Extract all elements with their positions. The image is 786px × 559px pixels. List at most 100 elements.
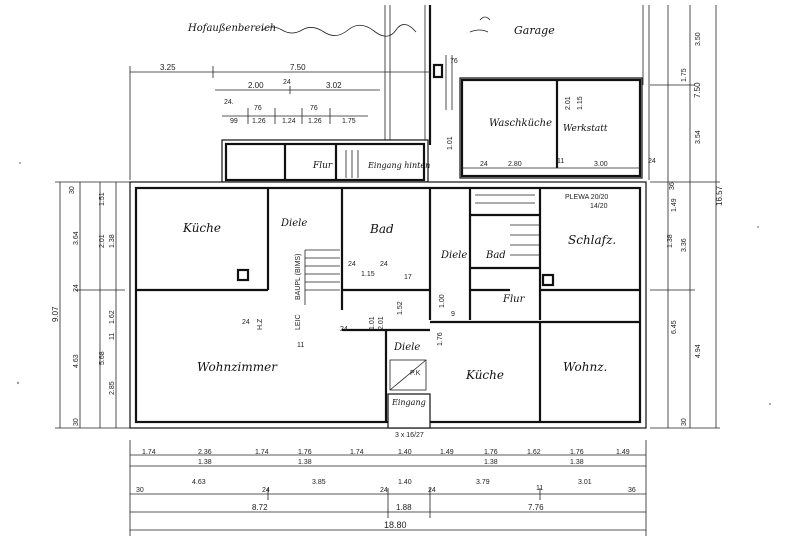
dim-inner-24a: 24 xyxy=(348,261,356,268)
bottom-dim-row2: 30 4.63 24 3.85 24 1.40 24 3.79 11 3.01 … xyxy=(136,479,636,494)
dim-302: 3.02 xyxy=(326,81,342,90)
dim-b1-6: 1.49 xyxy=(440,449,454,456)
dim-b1sub-2: 1.38 xyxy=(484,459,498,466)
dim-left-162: 1.62 xyxy=(109,310,116,324)
note-stairs: 3 x 16/27 xyxy=(395,432,424,439)
room-kueche-left: Küche xyxy=(182,221,221,235)
dim-left-463: 4.63 xyxy=(73,354,80,368)
dim-left-151: 1.51 xyxy=(99,192,106,206)
room-schlafz: Schlafz. xyxy=(568,233,616,247)
dim-inner-100: 1.00 xyxy=(439,294,446,308)
dim-right-350: 3.50 xyxy=(695,32,702,46)
hof-label: Hofaußenbereich xyxy=(187,23,276,34)
room-bad-small: Bad xyxy=(485,250,506,261)
dim-200: 2.00 xyxy=(248,81,264,90)
dim-24d: 24 xyxy=(648,158,656,165)
dim-b1-5: 1.40 xyxy=(398,449,412,456)
note-hz: H.Z xyxy=(257,318,264,330)
dim-b1-8: 1.62 xyxy=(527,449,541,456)
dim-b2-1: 4.63 xyxy=(192,479,206,486)
dim-b3-0: 8.72 xyxy=(252,503,268,512)
dim-b1-0: 1.74 xyxy=(142,449,156,456)
dim-right-336: 3.36 xyxy=(681,238,688,252)
dim-126b: 1.26 xyxy=(308,118,322,125)
dim-b2-10: 36 xyxy=(628,487,636,494)
dim-inner-201: 2.01 xyxy=(378,316,385,330)
dim-inner-9: 9 xyxy=(451,311,455,318)
dim-inner-152: 1.52 xyxy=(397,301,404,315)
dim-b1-1: 2.36 xyxy=(198,449,212,456)
dim-left-11: 11 xyxy=(109,333,116,340)
dim-11: 11 xyxy=(557,158,564,165)
dim-750: 7.50 xyxy=(290,63,306,72)
dim-inner-101: 1.01 xyxy=(369,316,376,330)
dim-left-285: 2.85 xyxy=(109,381,116,395)
dim-175: 1.75 xyxy=(342,118,356,125)
dim-101: 1.01 xyxy=(447,136,454,150)
room-eingang-hinten: Eingang hinten xyxy=(367,161,430,170)
dim-inner-24b: 24 xyxy=(380,261,388,268)
dim-inner-176: 1.76 xyxy=(437,332,444,346)
dim-b1-2: 1.74 xyxy=(255,449,269,456)
room-werkstatt: Werkstatt xyxy=(563,124,608,134)
dim-b2-8: 11 xyxy=(536,485,543,492)
dim-280: 2.80 xyxy=(508,161,522,168)
dim-b3-1: 1.88 xyxy=(396,503,412,512)
dim-99: 99 xyxy=(230,118,238,125)
dim-right-175: 1.75 xyxy=(681,68,688,82)
room-eingang: Eingang xyxy=(391,398,426,407)
note-plewa: PLEWA 20/20 xyxy=(565,194,608,201)
room-diele-lower: Diele xyxy=(393,342,420,353)
dim-inner-24c: 24 xyxy=(340,326,348,333)
dim-115: 1.15 xyxy=(577,96,584,110)
dim-right-354: 3.54 xyxy=(695,130,702,144)
dim-left-907: 9.07 xyxy=(51,306,60,322)
dim-b2-0: 30 xyxy=(136,487,144,494)
dim-b2-3: 3.85 xyxy=(312,479,326,486)
dim-left-568: 5.68 xyxy=(99,351,106,365)
dim-right-36: 36 xyxy=(669,182,676,190)
dim-76b: 76 xyxy=(310,105,318,112)
dim-124: 1.24 xyxy=(282,118,296,125)
dim-76c: 76 xyxy=(450,58,458,65)
dim-right-149: 1.49 xyxy=(671,198,678,212)
dim-left-24: 24 xyxy=(73,284,80,292)
dim-b3-2: 7.76 xyxy=(528,503,544,512)
dim-b2-9: 3.01 xyxy=(578,479,592,486)
dim-b1sub-1: 1.38 xyxy=(298,459,312,466)
room-wohnz-right: Wohnz. xyxy=(563,360,607,374)
dim-right-494: 4.94 xyxy=(695,344,702,358)
bottom-dim-row1: 1.74 2.36 1.74 1.76 1.74 1.40 1.49 1.76 … xyxy=(142,449,630,466)
dim-325: 3.25 xyxy=(160,63,176,72)
room-flur-top: Flur xyxy=(312,161,333,171)
dim-b2-6: 24 xyxy=(428,487,436,494)
dim-left-138: 1.38 xyxy=(109,234,116,248)
dim-right-750: 7.50 xyxy=(693,82,702,98)
room-waschkueche: Waschküche xyxy=(489,118,552,129)
room-diele-left: Diele xyxy=(280,218,307,229)
dim-300: 3.00 xyxy=(594,161,608,168)
dim-76a: 76 xyxy=(254,105,262,112)
dim-b2-2: 24 xyxy=(262,487,270,494)
dim-inner-24d: 24 xyxy=(242,319,250,326)
room-flur-right: Flur xyxy=(502,294,526,305)
dim-inner-115: 1.15 xyxy=(361,271,375,278)
note-leic: LEIC xyxy=(295,314,302,330)
room-wohnzimmer: Wohnzimmer xyxy=(197,360,278,374)
dim-inner-11: 11 xyxy=(297,342,304,349)
dim-left-201: 2.01 xyxy=(99,234,106,248)
dim-left-364: 3.64 xyxy=(73,231,80,245)
dim-b1-9: 1.76 xyxy=(570,449,584,456)
dim-b1-7: 1.76 xyxy=(484,449,498,456)
dim-b1-10: 1.49 xyxy=(616,449,630,456)
dim-left-30a: 30 xyxy=(69,186,76,194)
note-plewa-sub: 14/20 xyxy=(590,203,608,210)
bottom-dim-row3: 8.72 1.88 7.76 xyxy=(252,503,544,512)
dim-b1-3: 1.76 xyxy=(298,449,312,456)
dim-inner-17: 17 xyxy=(404,274,412,281)
room-kueche-right: Küche xyxy=(465,368,504,382)
dim-24b: 24. xyxy=(224,99,234,106)
dim-b1sub-0: 1.38 xyxy=(198,459,212,466)
dim-left-30b: 30 xyxy=(73,418,80,426)
